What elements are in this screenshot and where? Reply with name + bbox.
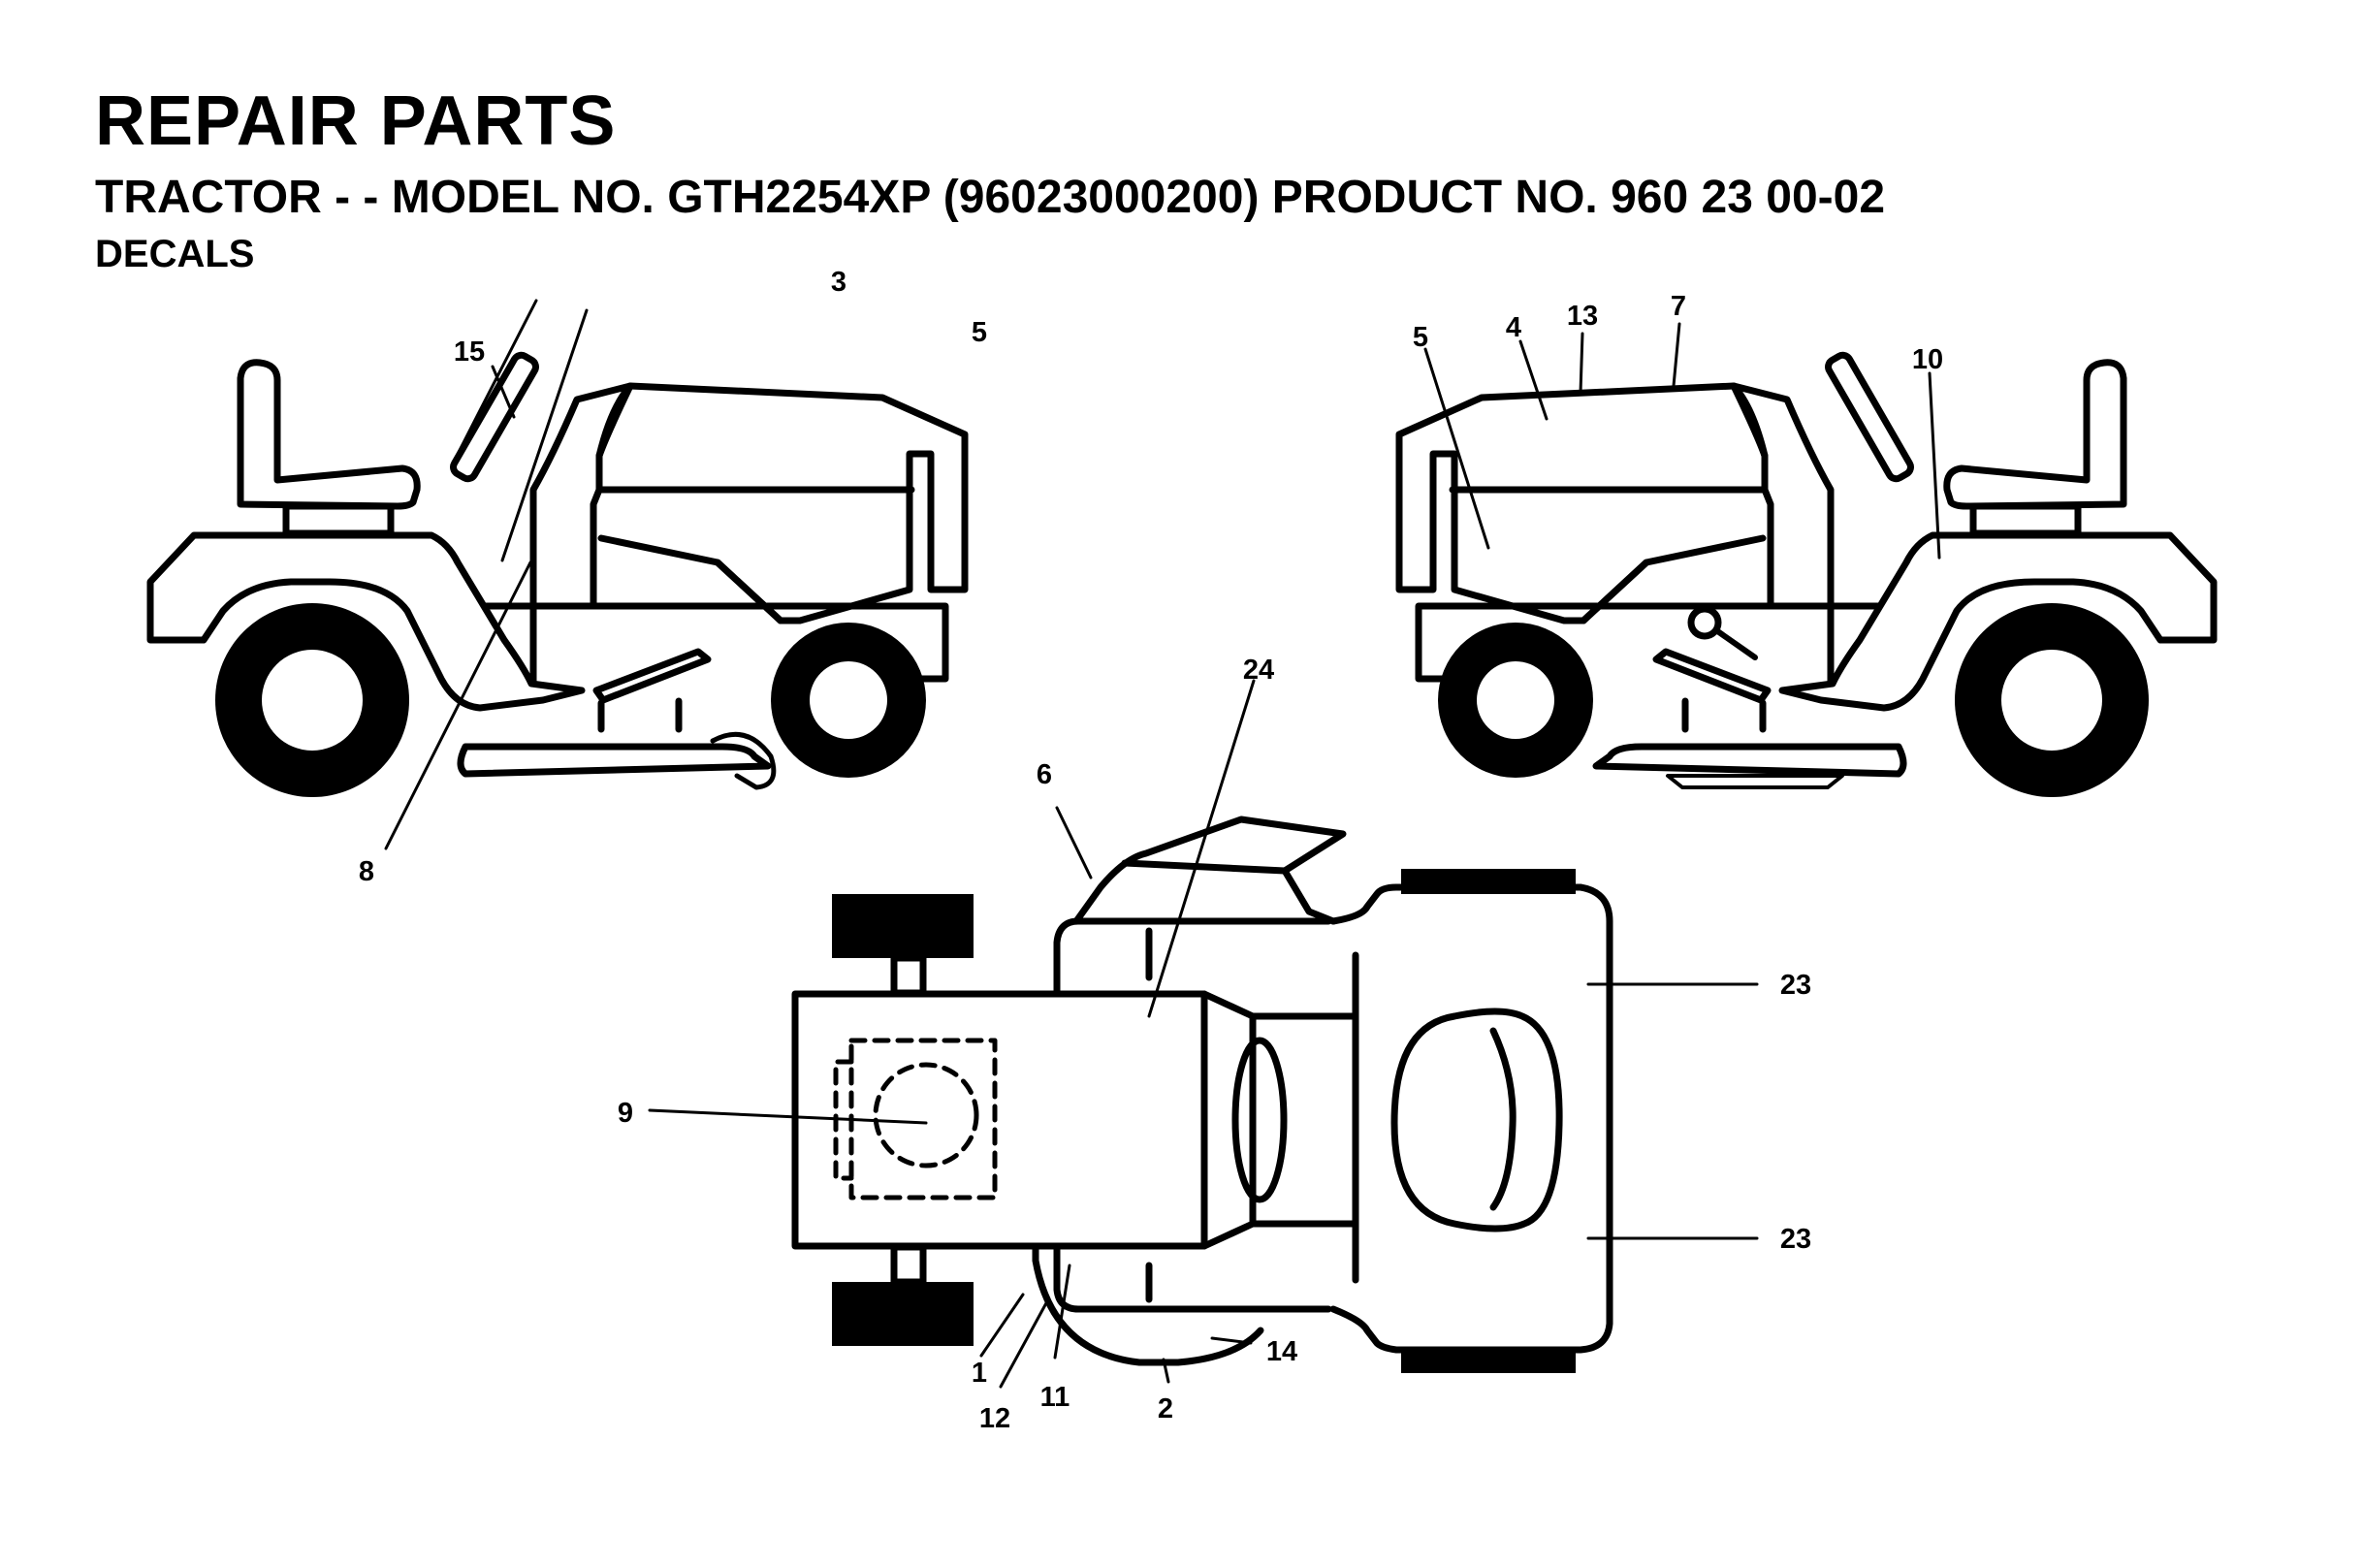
tractor-right-side-view <box>1395 322 2218 797</box>
callout-1-top: 1 <box>972 1358 987 1389</box>
callout-23-bottom: 23 <box>1780 1224 1811 1255</box>
callout-6-top: 6 <box>1037 759 1052 790</box>
tractor-top-view <box>648 679 1759 1389</box>
seat <box>237 359 421 510</box>
dash-connector <box>1200 990 1257 1250</box>
callout-12-top: 12 <box>979 1403 1010 1434</box>
callout-24-top: 24 <box>1243 655 1274 686</box>
callout-5-left: 5 <box>972 317 987 348</box>
mower-deck-top <box>1032 1242 1264 1366</box>
callout-13-right: 13 <box>1567 301 1598 332</box>
callout-14-top: 14 <box>1266 1336 1297 1367</box>
rear-wheel-top <box>832 894 974 958</box>
dash-panel <box>529 382 634 688</box>
dash-panel <box>1730 382 1835 688</box>
frame <box>481 602 949 683</box>
foot-pedal <box>1652 648 1772 704</box>
hood <box>595 382 969 624</box>
rear-wheel-top <box>832 1282 974 1346</box>
callout-8-left: 8 <box>359 856 374 887</box>
rear-body <box>791 990 1208 1250</box>
seat-pedestal <box>1969 502 2082 537</box>
rear-fender <box>146 531 586 712</box>
hood <box>1395 382 1769 624</box>
frame <box>1415 602 1883 683</box>
mower-deck <box>457 743 772 778</box>
engine-cover <box>1390 1008 1563 1232</box>
lift-lever-knob <box>1687 605 1722 640</box>
steering-wheel-top <box>1231 1037 1288 1203</box>
page-title: REPAIR PARTS <box>95 82 617 160</box>
callout-3-left: 3 <box>831 267 846 298</box>
callout-10-right: 10 <box>1912 344 1943 375</box>
model-subtitle: TRACTOR - - MODEL NO. GTH2254XP (9602300… <box>95 172 1886 223</box>
foot-pedal <box>592 648 712 704</box>
seat-center <box>873 1062 979 1168</box>
steering-wheel <box>1825 351 1914 483</box>
seat-pedestal <box>282 502 395 537</box>
seat <box>1943 359 2127 510</box>
callout-9-top: 9 <box>618 1098 633 1129</box>
tractor-left-side-view <box>146 299 969 850</box>
chassis <box>1053 917 1332 998</box>
callout-5-right: 5 <box>1413 322 1428 353</box>
hood-top <box>1329 883 1613 1354</box>
section-heading: DECALS <box>95 233 255 275</box>
grass-chute <box>1072 816 1347 925</box>
callout-11-top: 11 <box>1040 1382 1070 1413</box>
steering-wheel <box>450 351 539 483</box>
callout-2-top: 2 <box>1158 1393 1173 1424</box>
rear-fender <box>1778 531 2218 712</box>
callout-4-right: 4 <box>1506 312 1521 343</box>
callout-7-right: 7 <box>1671 291 1686 322</box>
callout-23-top: 23 <box>1780 970 1811 1001</box>
callout-15-left: 15 <box>454 336 485 368</box>
mower-deck <box>1592 743 1907 778</box>
